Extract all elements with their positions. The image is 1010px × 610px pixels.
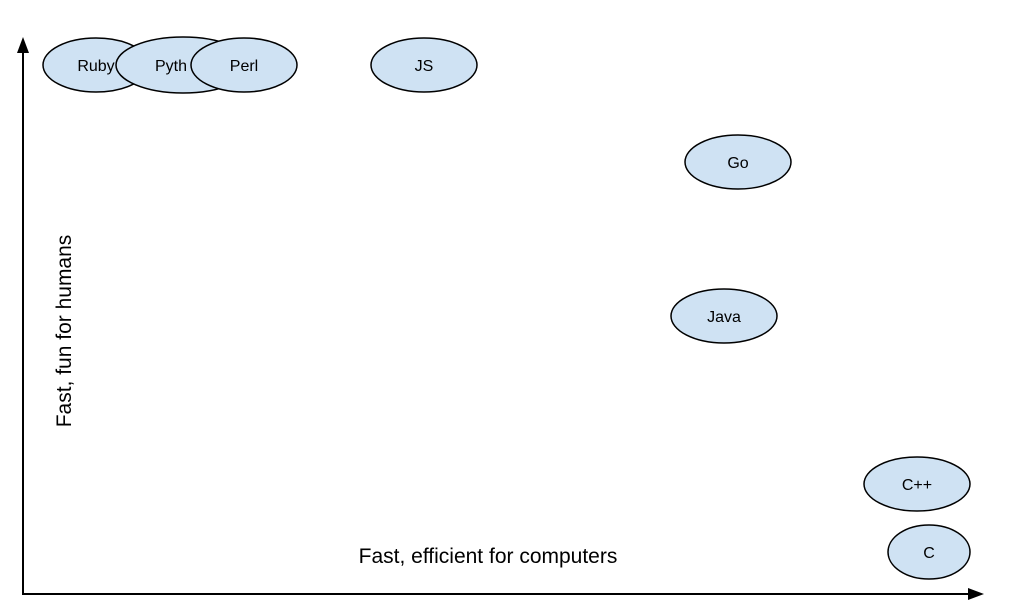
bubble-ruby-label: Ruby (77, 58, 114, 75)
y-axis-label: Fast, fun for humans (53, 235, 76, 428)
bubble-c-label: C (923, 545, 935, 562)
bubble-c: C (887, 524, 971, 580)
bubble-java-label: Java (707, 309, 741, 326)
bubble-cpp-label: C++ (902, 477, 932, 494)
bubble-cpp: C++ (863, 456, 971, 512)
bubble-perl-shape (190, 37, 298, 93)
x-axis-label: Fast, efficient for computers (359, 545, 618, 568)
bubble-ruby: Ruby (42, 37, 150, 93)
bubble-perl: Perl (190, 37, 298, 93)
bubble-go: Go (684, 134, 792, 190)
bubble-c-shape (887, 524, 971, 580)
x-axis-arrowhead (968, 588, 984, 600)
bubble-cpp-shape (863, 456, 971, 512)
bubble-js-shape (370, 37, 478, 93)
bubble-go-shape (684, 134, 792, 190)
bubble-js-label: JS (415, 58, 434, 75)
bubble-java: Java (670, 288, 778, 344)
bubble-js: JS (370, 37, 478, 93)
bubble-go-label: Go (727, 155, 748, 172)
bubble-perl-label: Perl (230, 58, 258, 75)
y-axis-arrowhead (17, 37, 29, 53)
bubble-java-shape (670, 288, 778, 344)
bubble-python-label: Pyth (155, 58, 187, 75)
